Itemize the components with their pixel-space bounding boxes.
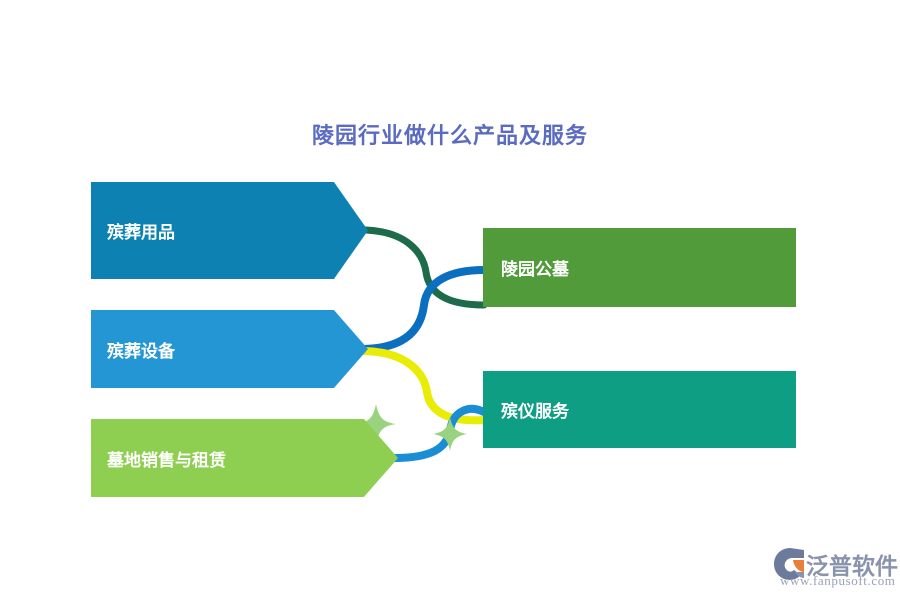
page-title: 陵园行业做什么产品及服务 <box>311 123 588 148</box>
connector-arrow1-to-box1 <box>362 226 488 309</box>
arrow-node-funeral-equipment[interactable]: 殡葬设备 <box>91 310 368 388</box>
arrow-node-label: 墓地销售与租赁 <box>107 450 226 470</box>
box-node-label: 陵园公墓 <box>501 260 569 279</box>
arrow-node-label: 殡葬用品 <box>107 223 175 242</box>
arrow-node-label: 殡葬设备 <box>107 341 175 361</box>
arrow-node-funeral-supplies[interactable]: 殡葬用品 <box>91 182 368 279</box>
arrow-node-cemetery-sales-lease[interactable]: 墓地销售与租赁 <box>91 419 398 497</box>
box-node-label: 殡仪服务 <box>501 402 569 421</box>
sparkle-1-icon <box>356 404 396 444</box>
box-node-cemetery-park[interactable]: 陵园公墓 <box>483 228 796 307</box>
brand-name: 泛普软件 <box>806 553 898 579</box>
connector-arrow2-to-box1 <box>360 266 488 353</box>
brand-logo-icon <box>774 548 804 580</box>
box-node-funeral-services[interactable]: 殡仪服务 <box>483 371 796 448</box>
sparkle-2-icon <box>433 417 467 451</box>
brand-url: www.fanpusoft.com <box>780 573 896 588</box>
